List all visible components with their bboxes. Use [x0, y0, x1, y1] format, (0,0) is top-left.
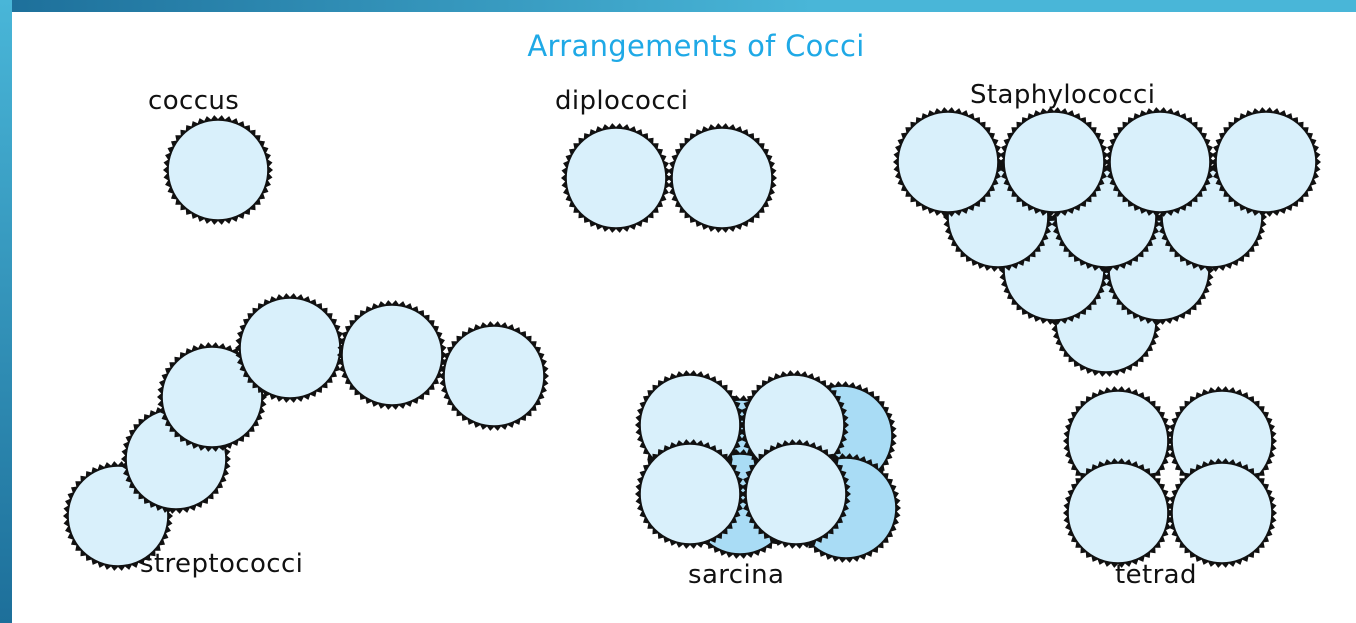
streptococci-cell: [337, 300, 447, 410]
label-diplococci: diplococci: [555, 86, 688, 116]
coccus-cell: [163, 115, 273, 225]
label-sarcina: sarcina: [688, 560, 784, 590]
label-coccus: coccus: [148, 86, 239, 116]
diplococci-cell: [667, 123, 777, 233]
label-staphylococci: Staphylococci: [970, 80, 1155, 110]
streptococci-cell: [439, 321, 549, 431]
diplococci-cell: [561, 123, 671, 233]
label-tetrad: tetrad: [1115, 560, 1197, 590]
label-streptococci: streptococci: [140, 549, 303, 579]
